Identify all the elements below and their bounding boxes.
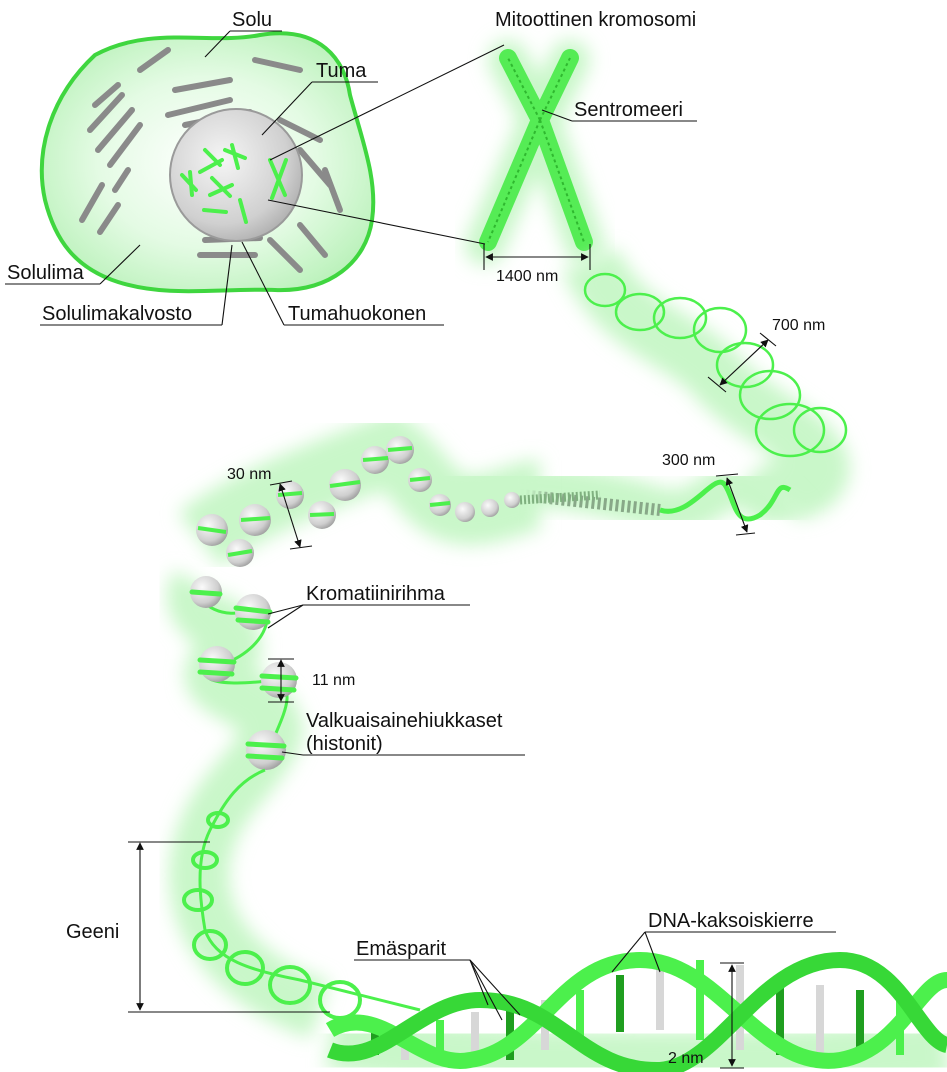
label-solulima: Solulima bbox=[7, 262, 85, 284]
label-histonit: (histonit) bbox=[306, 733, 383, 755]
measure-2nm: 2 nm bbox=[668, 1050, 704, 1067]
label-geeni: Geeni bbox=[66, 921, 119, 943]
mitotic-chromosome bbox=[485, 58, 585, 245]
measure-11nm: 11 nm bbox=[312, 672, 355, 689]
label-sentromeeri: Sentromeeri bbox=[574, 99, 683, 121]
label-kromatiinirihma: Kromatiinirihma bbox=[306, 583, 446, 605]
measure-300nm: 300 nm bbox=[662, 452, 715, 469]
label-valkuaisainehiukkaset: Valkuaisainehiukkaset bbox=[306, 710, 503, 732]
measure-30nm: 30 nm bbox=[227, 466, 271, 483]
label-mitoottinen-kromosomi: Mitoottinen kromosomi bbox=[495, 9, 696, 31]
label-emasparit: Emäsparit bbox=[356, 938, 446, 960]
dna-double-helix bbox=[330, 960, 947, 1070]
label-tumahuokonen: Tumahuokonen bbox=[288, 303, 426, 325]
label-solulimakalvosto: Solulimakalvosto bbox=[42, 303, 192, 325]
label-dna-kaksoiskierre: DNA-kaksoiskierre bbox=[648, 910, 814, 932]
chromatin-fiber-30nm bbox=[196, 436, 600, 567]
label-tuma: Tuma bbox=[316, 60, 367, 82]
measure-1400nm: 1400 nm bbox=[496, 268, 558, 285]
measure-700nm: 700 nm bbox=[772, 317, 825, 334]
chromatin-loops-700nm bbox=[585, 260, 846, 500]
label-solu: Solu bbox=[232, 9, 272, 31]
beads-on-a-string-11nm bbox=[190, 576, 320, 1010]
